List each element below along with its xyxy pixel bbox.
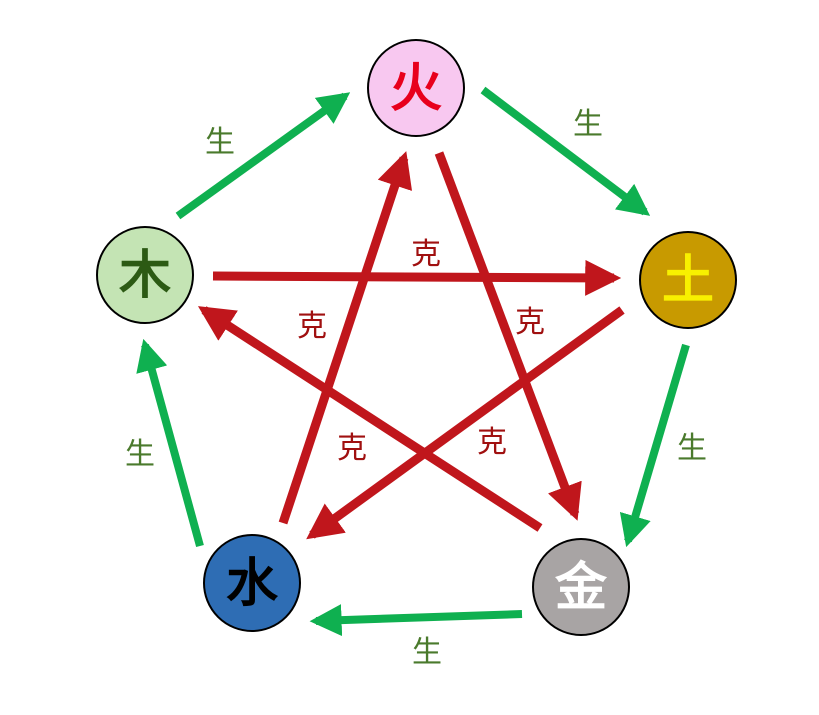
arrow-metal-to-water (309, 604, 523, 637)
arrow-earth-to-water (306, 306, 625, 540)
node-water: 水 (203, 534, 301, 632)
label-water-to-wood: 生 (125, 437, 155, 472)
node-metal: 金 (532, 538, 630, 636)
label-fire-to-metal: 克 (515, 305, 545, 340)
arrow-water-to-wood (136, 338, 204, 548)
node-fire-char: 火 (390, 58, 442, 119)
node-wood: 木 (96, 226, 194, 324)
node-earth: 土 (639, 231, 737, 329)
node-earth-char: 土 (662, 250, 714, 311)
label-water-to-fire: 克 (337, 431, 367, 466)
arrow-water-to-fire (278, 151, 413, 525)
node-metal-circle (532, 538, 630, 636)
arrow-earth-to-metal (619, 343, 690, 548)
label-metal-to-water: 生 (412, 635, 442, 670)
label-wood-to-earth: 克 (411, 237, 441, 272)
overcoming-labels: 克 克 克 克 克 (297, 237, 545, 466)
arrow-fire-to-metal (434, 151, 582, 521)
arrow-wood-to-fire (175, 92, 351, 220)
arrow-wood-to-earth (212, 259, 622, 296)
node-water-char: 水 (226, 553, 279, 614)
overcoming-cycle (197, 151, 625, 540)
node-fire-circle (367, 39, 465, 137)
label-metal-to-wood: 克 (297, 309, 327, 344)
arrow-metal-to-wood (197, 306, 543, 532)
label-wood-to-fire: 生 (205, 125, 235, 160)
arrow-fire-to-earth (480, 86, 651, 216)
label-fire-to-earth: 生 (573, 107, 603, 142)
node-water-circle (203, 534, 301, 632)
label-earth-to-water: 克 (477, 425, 507, 460)
node-wood-circle (96, 226, 194, 324)
label-earth-to-metal: 生 (677, 431, 707, 466)
node-wood-char: 木 (119, 245, 171, 306)
generating-cycle (136, 86, 690, 637)
generating-labels: 生 生 生 生 生 (125, 107, 707, 670)
node-metal-char: 金 (554, 557, 608, 618)
node-earth-circle (639, 231, 737, 329)
node-fire: 火 (367, 39, 465, 137)
